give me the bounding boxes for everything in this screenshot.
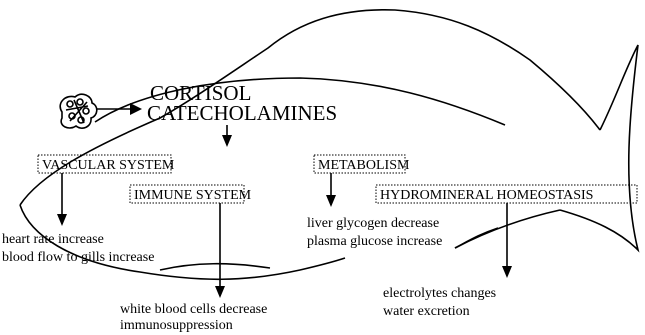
hormones-down-arrow <box>222 125 232 147</box>
catecholamines-label: CATECHOLAMINES <box>147 101 337 125</box>
electrolytes-effect: electrolytes changes <box>383 286 496 301</box>
heart-rate-effect: heart rate increase <box>2 232 104 247</box>
fish-gill-curve <box>160 264 270 270</box>
interrenal-cluster-icon <box>60 94 97 128</box>
immune-arrow <box>215 203 225 298</box>
water-excretion-effect: water excretion <box>383 304 470 319</box>
vascular-arrow <box>57 173 67 226</box>
immunosuppression-effect: immunosuppression <box>120 318 233 333</box>
white-blood-cells-effect: white blood cells decrease <box>120 302 267 317</box>
plasma-glucose-effect: plasma glucose increase <box>307 234 442 249</box>
blood-flow-effect: blood flow to gills increase <box>2 250 154 265</box>
fish-tail-outline <box>560 45 638 250</box>
vascular-system-label: VASCULAR SYSTEM <box>42 158 175 173</box>
hydromineral-arrow <box>502 203 512 278</box>
metabolism-arrow <box>326 173 336 207</box>
cluster-to-hormones-arrow <box>97 103 142 115</box>
immune-system-label: IMMUNE SYSTEM <box>134 188 252 203</box>
liver-glycogen-effect: liver glycogen decrease <box>307 216 439 231</box>
hydromineral-label: HYDROMINERAL HOMEOSTASIS <box>380 188 593 203</box>
metabolism-label: METABOLISM <box>318 158 410 173</box>
